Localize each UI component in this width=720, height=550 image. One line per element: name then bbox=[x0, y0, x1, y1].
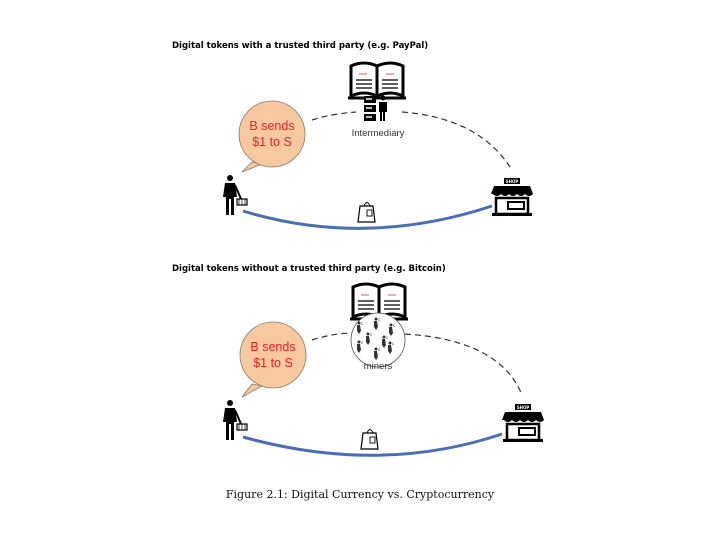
shop-icon: SHOP bbox=[500, 402, 546, 444]
bubble-line-2: $1 to S bbox=[252, 135, 292, 149]
bubble-line-1: B sends bbox=[249, 119, 294, 133]
bubble-line-2: $1 to S bbox=[253, 356, 293, 370]
bubble-line-1: B sends bbox=[250, 340, 295, 354]
shopping-bag-icon bbox=[360, 428, 379, 450]
panel-title: Digital tokens with a trusted third part… bbox=[172, 41, 428, 51]
miners-circle-icon bbox=[350, 312, 406, 368]
dashed-connection-left bbox=[311, 111, 357, 121]
panel-no-trusted-third-party: Digital tokens without a trusted third p… bbox=[172, 264, 546, 457]
shop-icon: SHOP bbox=[489, 176, 535, 218]
server-with-person-icon bbox=[364, 95, 387, 121]
intermediary-label: Intermediary bbox=[352, 128, 405, 139]
buyer-with-basket-icon bbox=[222, 174, 248, 216]
dashed-connection-right bbox=[401, 111, 513, 171]
panel-trusted-third-party: Digital tokens with a trusted third part… bbox=[172, 41, 535, 230]
figure-caption: Figure 2.1: Digital Currency vs. Cryptoc… bbox=[226, 488, 495, 501]
ledger-book-icon bbox=[346, 61, 408, 100]
payment-arrow bbox=[242, 204, 493, 230]
payment-arrow bbox=[242, 432, 503, 457]
panel-title: Digital tokens without a trusted third p… bbox=[172, 264, 446, 274]
speech-bubble: B sends $1 to S bbox=[238, 100, 306, 173]
shopping-bag-icon bbox=[357, 201, 376, 223]
miners-label: miners bbox=[364, 361, 393, 372]
dashed-connection-right bbox=[404, 333, 523, 396]
shop-sign: SHOP bbox=[506, 179, 519, 184]
buyer-with-basket-icon bbox=[222, 399, 248, 441]
shop-sign: SHOP bbox=[517, 405, 530, 410]
speech-bubble: B sends $1 to S bbox=[239, 321, 307, 398]
dashed-connection-left bbox=[311, 332, 351, 341]
